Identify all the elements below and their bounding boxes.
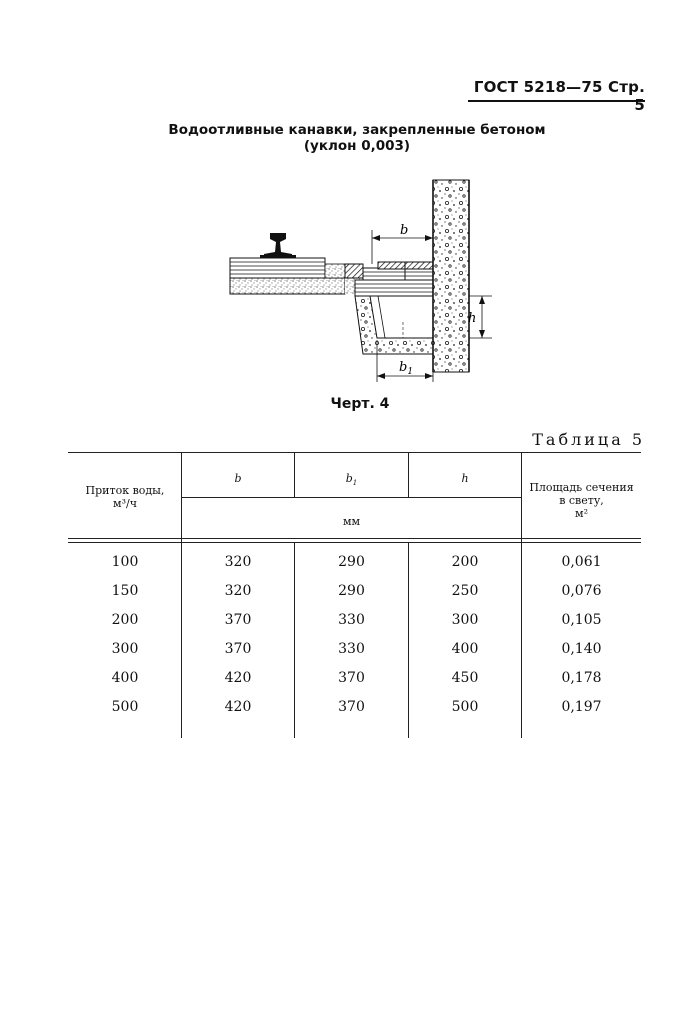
dimension-h: h bbox=[468, 295, 492, 339]
table-cell: 150 bbox=[111, 583, 139, 599]
figure-title: Водоотливные канавки, закрепленные бетон… bbox=[150, 122, 564, 154]
table-top-rule bbox=[68, 452, 641, 453]
col-header-b: b bbox=[234, 472, 242, 485]
table-cell: 0,105 bbox=[561, 612, 602, 628]
table-units-rule bbox=[181, 497, 521, 498]
ballast-layer bbox=[229, 277, 360, 295]
table-vline-2b bbox=[294, 542, 295, 738]
table-cell: 400 bbox=[451, 641, 479, 657]
col-header-b1: b1 bbox=[295, 472, 408, 490]
col-header-flow-line2: м³/ч bbox=[113, 497, 137, 510]
table-cell: 320 bbox=[224, 554, 252, 570]
table-label: Таблица 5 bbox=[532, 430, 645, 449]
table-vline-2 bbox=[294, 452, 295, 497]
table-cell: 200 bbox=[111, 612, 139, 628]
table-cell: 200 bbox=[451, 554, 479, 570]
col-header-b1-main: b bbox=[345, 472, 353, 485]
page-header: ГОСТ 5218—75 Стр. 5 bbox=[473, 78, 645, 114]
table-cell: 290 bbox=[338, 583, 365, 599]
table-cell: 0,076 bbox=[561, 583, 602, 599]
col-header-flow-line1: Приток воды, bbox=[85, 484, 165, 497]
table-cell: 300 bbox=[111, 641, 139, 657]
sleeper bbox=[229, 257, 346, 279]
table-cell: 300 bbox=[451, 612, 479, 628]
ditch-cover bbox=[344, 261, 434, 297]
rail bbox=[260, 233, 296, 258]
table-cell: 420 bbox=[224, 670, 252, 686]
col-header-h: h bbox=[461, 472, 469, 485]
table-cell: 100 bbox=[111, 554, 139, 570]
tunnel-wall bbox=[432, 179, 470, 373]
table-cell: 500 bbox=[111, 699, 139, 715]
table-cell: 0,061 bbox=[561, 554, 602, 570]
figure-title-line1: Водоотливные канавки, закрепленные бетон… bbox=[168, 122, 546, 138]
col-header-b1-sub: 1 bbox=[352, 479, 358, 488]
table-vline-3 bbox=[408, 452, 409, 497]
col-header-area: Площадь сечения в свету, м² bbox=[522, 481, 641, 520]
col-header-area-line2: в свету, bbox=[559, 494, 604, 507]
table-cell: 370 bbox=[224, 641, 252, 657]
col-header-area-line3: м² bbox=[575, 507, 588, 520]
table-cell: 320 bbox=[224, 583, 252, 599]
table-cell: 400 bbox=[111, 670, 139, 686]
table-cell: 370 bbox=[338, 699, 365, 715]
col-header-flow: Приток воды, м³/ч bbox=[70, 484, 180, 510]
table-cell: 450 bbox=[451, 670, 479, 686]
table-vline-1 bbox=[181, 452, 182, 738]
table-cell: 370 bbox=[338, 670, 365, 686]
table-cell: 330 bbox=[338, 641, 365, 657]
figure-caption: Черт. 4 bbox=[330, 396, 390, 412]
header-rule bbox=[468, 100, 645, 102]
table-cell: 370 bbox=[224, 612, 252, 628]
dimension-b1-label: b1 bbox=[399, 360, 413, 377]
table-cell: 500 bbox=[451, 699, 479, 715]
col-header-area-line1: Площадь сечения bbox=[529, 481, 634, 494]
units-label: мм bbox=[342, 515, 361, 528]
table-cell: 330 bbox=[338, 612, 365, 628]
dimension-b-label: b bbox=[400, 223, 408, 238]
table-vline-4 bbox=[521, 452, 522, 738]
table-header-rule-2 bbox=[68, 542, 641, 543]
table-cell: 0,140 bbox=[561, 641, 602, 657]
dimension-b: b bbox=[371, 223, 434, 264]
table-cell: 0,197 bbox=[561, 699, 602, 715]
drainage-ditch-drawing: b b1 h bbox=[229, 179, 492, 382]
dimension-h-label: h bbox=[468, 311, 476, 326]
table-cell: 250 bbox=[451, 583, 479, 599]
table-vline-3b bbox=[408, 542, 409, 738]
table-header-rule-1 bbox=[68, 538, 641, 539]
dimension-b1: b1 bbox=[376, 340, 434, 382]
ditch-concrete bbox=[354, 295, 434, 355]
figure-title-line2: (уклон 0,003) bbox=[303, 138, 411, 154]
table-cell: 290 bbox=[338, 554, 365, 570]
table-cell: 0,178 bbox=[561, 670, 602, 686]
table-cell: 420 bbox=[224, 699, 252, 715]
